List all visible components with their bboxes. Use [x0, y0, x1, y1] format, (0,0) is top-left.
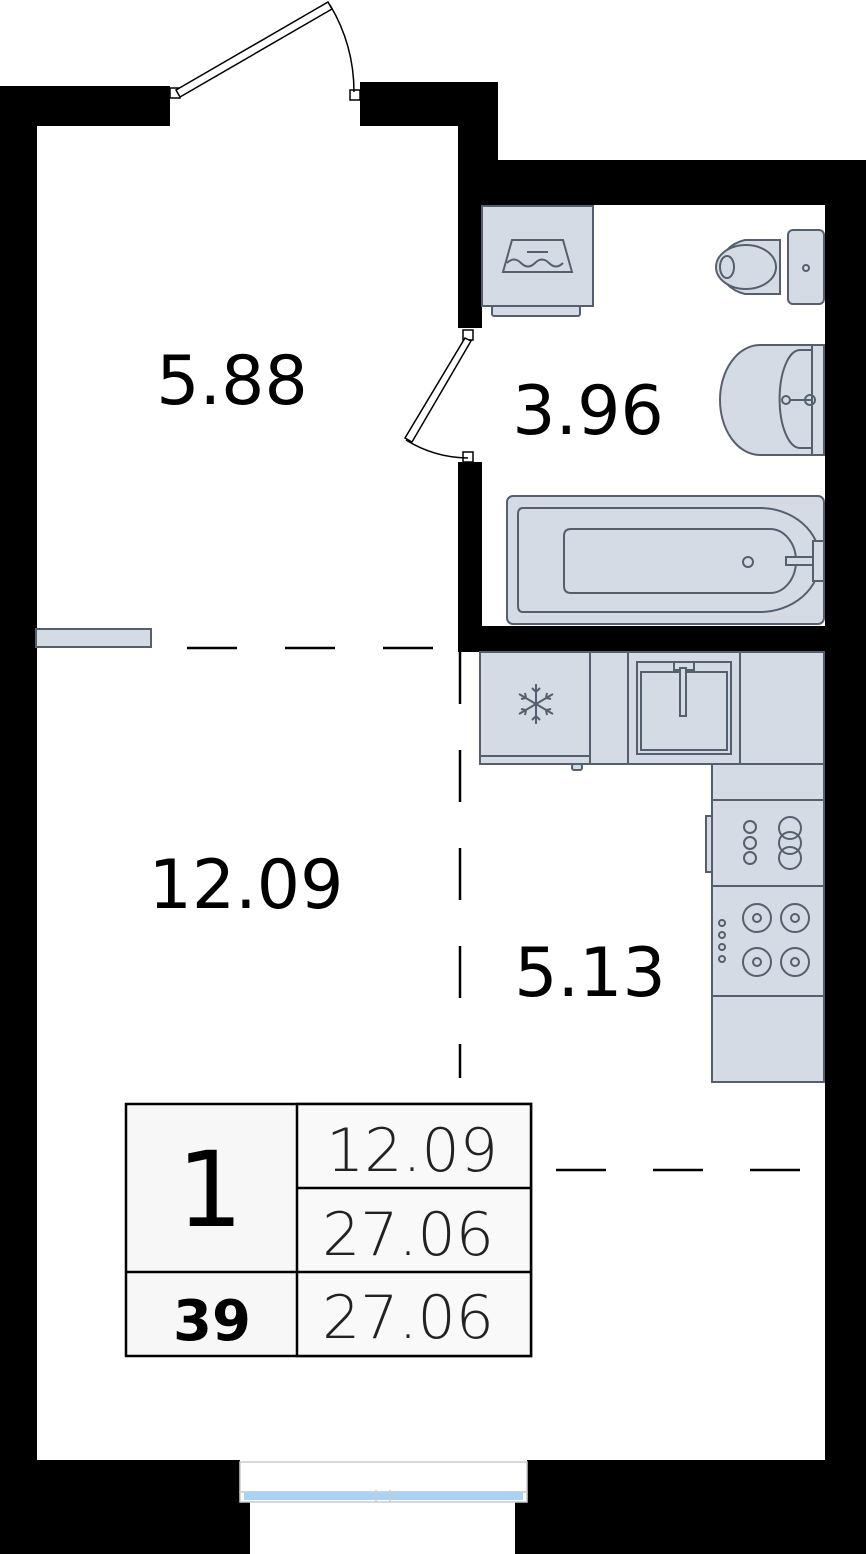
summary-total-area: 27.06 — [322, 1200, 494, 1270]
wardrobe-shelf — [35, 628, 152, 648]
wall-left — [0, 86, 37, 1554]
toilet — [715, 229, 825, 305]
summary-total-area-alt: 27.06 — [322, 1283, 494, 1353]
oven — [705, 799, 825, 887]
wall-step — [458, 82, 498, 162]
bathtub — [506, 495, 825, 625]
hallway-area-label: 5.88 — [156, 342, 307, 421]
zone-dividers — [187, 646, 800, 1172]
window — [239, 1461, 528, 1503]
counter-bottom — [711, 995, 825, 1083]
counter-right — [711, 763, 825, 801]
walls — [0, 82, 866, 1554]
entrance-door — [169, 0, 361, 101]
living-area-label: 12.09 — [149, 846, 344, 925]
wall-bath-top — [458, 160, 866, 205]
washing-machine — [481, 205, 594, 317]
wall-bottom-right — [527, 1460, 866, 1554]
bathroom-area-label: 3.96 — [512, 372, 663, 451]
wall-bath-left-lower — [458, 462, 482, 630]
rooms-count: 1 — [177, 1129, 243, 1251]
summary-table: 1 39 12.09 27.06 27.06 — [124, 1102, 533, 1358]
wall-top-left — [0, 86, 170, 126]
stove — [711, 885, 825, 997]
summary-living-area: 12.09 — [326, 1116, 498, 1186]
kitchen-sink-counter — [589, 651, 825, 765]
bathroom-door — [403, 329, 474, 463]
sink — [719, 344, 825, 456]
wall-right — [825, 160, 866, 1554]
fridge — [479, 651, 591, 771]
kitchen-area-label: 5.13 — [514, 934, 665, 1013]
apartment-number: 39 — [173, 1289, 251, 1354]
wall-bath-bottom — [458, 626, 866, 652]
